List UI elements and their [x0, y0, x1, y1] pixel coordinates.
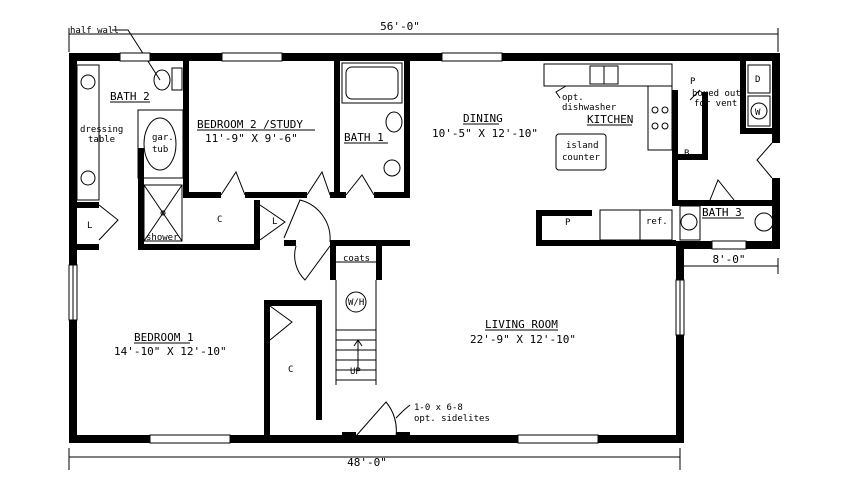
- tub-label: tub: [152, 145, 168, 155]
- counter-label: counter: [562, 153, 601, 163]
- dimension-lines: [68, 28, 779, 470]
- fridge-label: ref.: [646, 217, 668, 227]
- closet-bedroom1-label: C: [288, 365, 293, 375]
- door-swings: [98, 89, 773, 341]
- dining-size: 10'-5" X 12'-10": [432, 127, 538, 140]
- table-label: table: [88, 135, 115, 145]
- bath3-label: BATH 3: [702, 206, 742, 219]
- fixtures: [76, 62, 774, 440]
- windows: [68, 52, 747, 444]
- dining-label: DINING: [463, 112, 503, 125]
- bath-b-label: B: [684, 149, 689, 159]
- lower-width-label: 48'-0": [347, 456, 387, 469]
- kitchen-label: KITCHEN: [587, 113, 633, 126]
- for-vent-label: for vent: [694, 99, 737, 109]
- bedroom2-size: 11'-9" X 9'-6": [205, 132, 298, 145]
- overall-width-label: 56'-0": [380, 20, 420, 33]
- dishwasher-label: dishwasher: [562, 103, 617, 113]
- sidelites-label: opt. sidelites: [414, 414, 490, 424]
- washer-label: W: [755, 108, 761, 118]
- water-heater-label: W/H: [348, 298, 364, 308]
- boxed-out-label: boxed out: [692, 89, 741, 99]
- linen-mid-label: L: [272, 217, 277, 227]
- bedroom2-label: BEDROOM 2 /STUDY: [197, 118, 303, 131]
- living-room-label: LIVING ROOM: [485, 318, 558, 331]
- pantry-top-label: P: [690, 77, 696, 87]
- living-room-size: 22'-9" X 12'-10": [470, 333, 576, 346]
- door-spec-label: 1-0 x 6-8: [414, 403, 463, 413]
- dressing-label: dressing: [80, 125, 123, 135]
- island-label: island: [566, 141, 599, 151]
- bedroom1-label: BEDROOM 1: [134, 331, 194, 344]
- opt-label: opt.: [562, 93, 584, 103]
- bath1-label: BATH 1: [344, 131, 384, 144]
- closet-bedroom2-label: C: [217, 215, 222, 225]
- coats-label: coats: [343, 254, 370, 264]
- pantry-bottom-label: P: [565, 218, 571, 228]
- linen-left-label: L: [87, 221, 92, 231]
- interior-walls: [69, 53, 780, 440]
- shower-label: shower: [146, 233, 179, 243]
- dryer-label: D: [755, 75, 760, 85]
- gar-label: gar.: [152, 133, 174, 143]
- half-wall-leader: [112, 29, 161, 81]
- stairs-up-label: UP: [350, 367, 361, 377]
- half-wall-label: half wall: [70, 26, 119, 36]
- bath3-width-label: 8'-0": [712, 253, 745, 266]
- bath2-label: BATH 2: [110, 90, 150, 103]
- bedroom1-size: 14'-10" X 12'-10": [114, 345, 227, 358]
